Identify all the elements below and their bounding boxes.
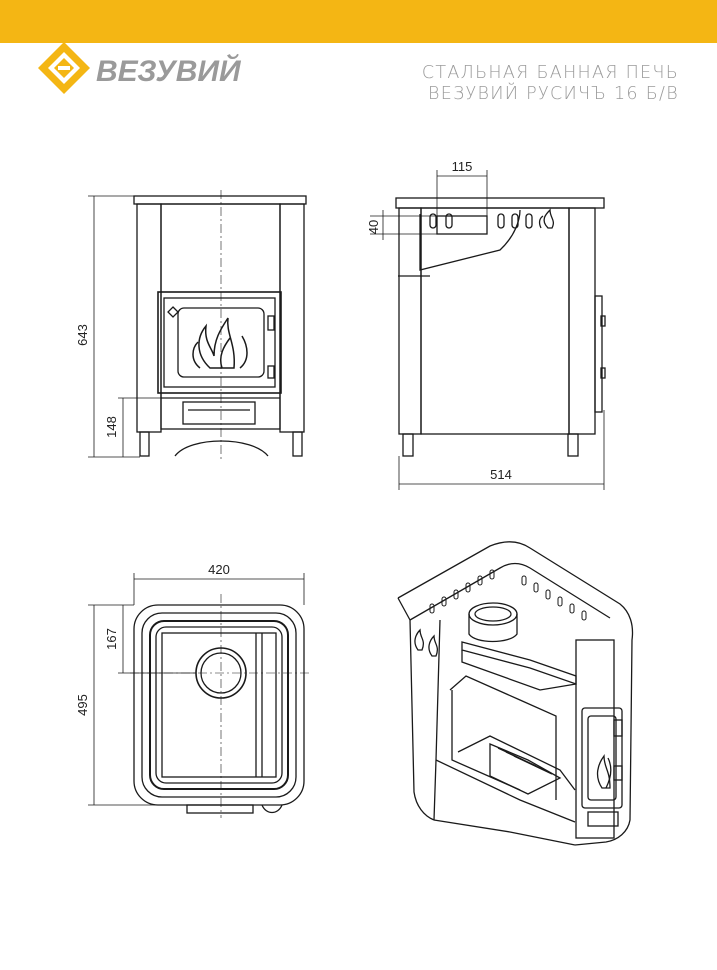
top-view [88,573,312,818]
dim-top-width: 420 [208,562,230,577]
title-line-2: ВЕЗУВИЙ РУСИЧЪ 16 Б/В [427,84,679,104]
dim-top-chimney-offset: 167 [104,628,119,650]
dim-front-height: 643 [75,324,90,346]
dim-side-depth: 514 [490,467,512,482]
dim-top-depth: 495 [75,694,90,716]
brand-name: ВЕЗУВИЙ [96,53,242,88]
dim-side-chimney-width: 115 [452,159,473,174]
dim-side-chimney-offset: 40 [366,220,381,234]
cutaway-view [397,541,634,846]
door-flame-icon [192,317,248,369]
top-brand-bar [0,0,717,43]
title-line-1: СТАЛЬНАЯ БАННАЯ ПЕЧЬ [421,63,679,83]
side-view [370,170,606,490]
dim-front-leg-height: 148 [104,416,119,438]
logo-mark-icon [38,42,90,94]
brand-logo: ВЕЗУВИЙ [36,40,276,102]
front-view [88,190,307,462]
page-title: СТАЛЬНАЯ БАННАЯ ПЕЧЬ ВЕЗУВИЙ РУСИЧЪ 16 Б… [422,63,679,105]
